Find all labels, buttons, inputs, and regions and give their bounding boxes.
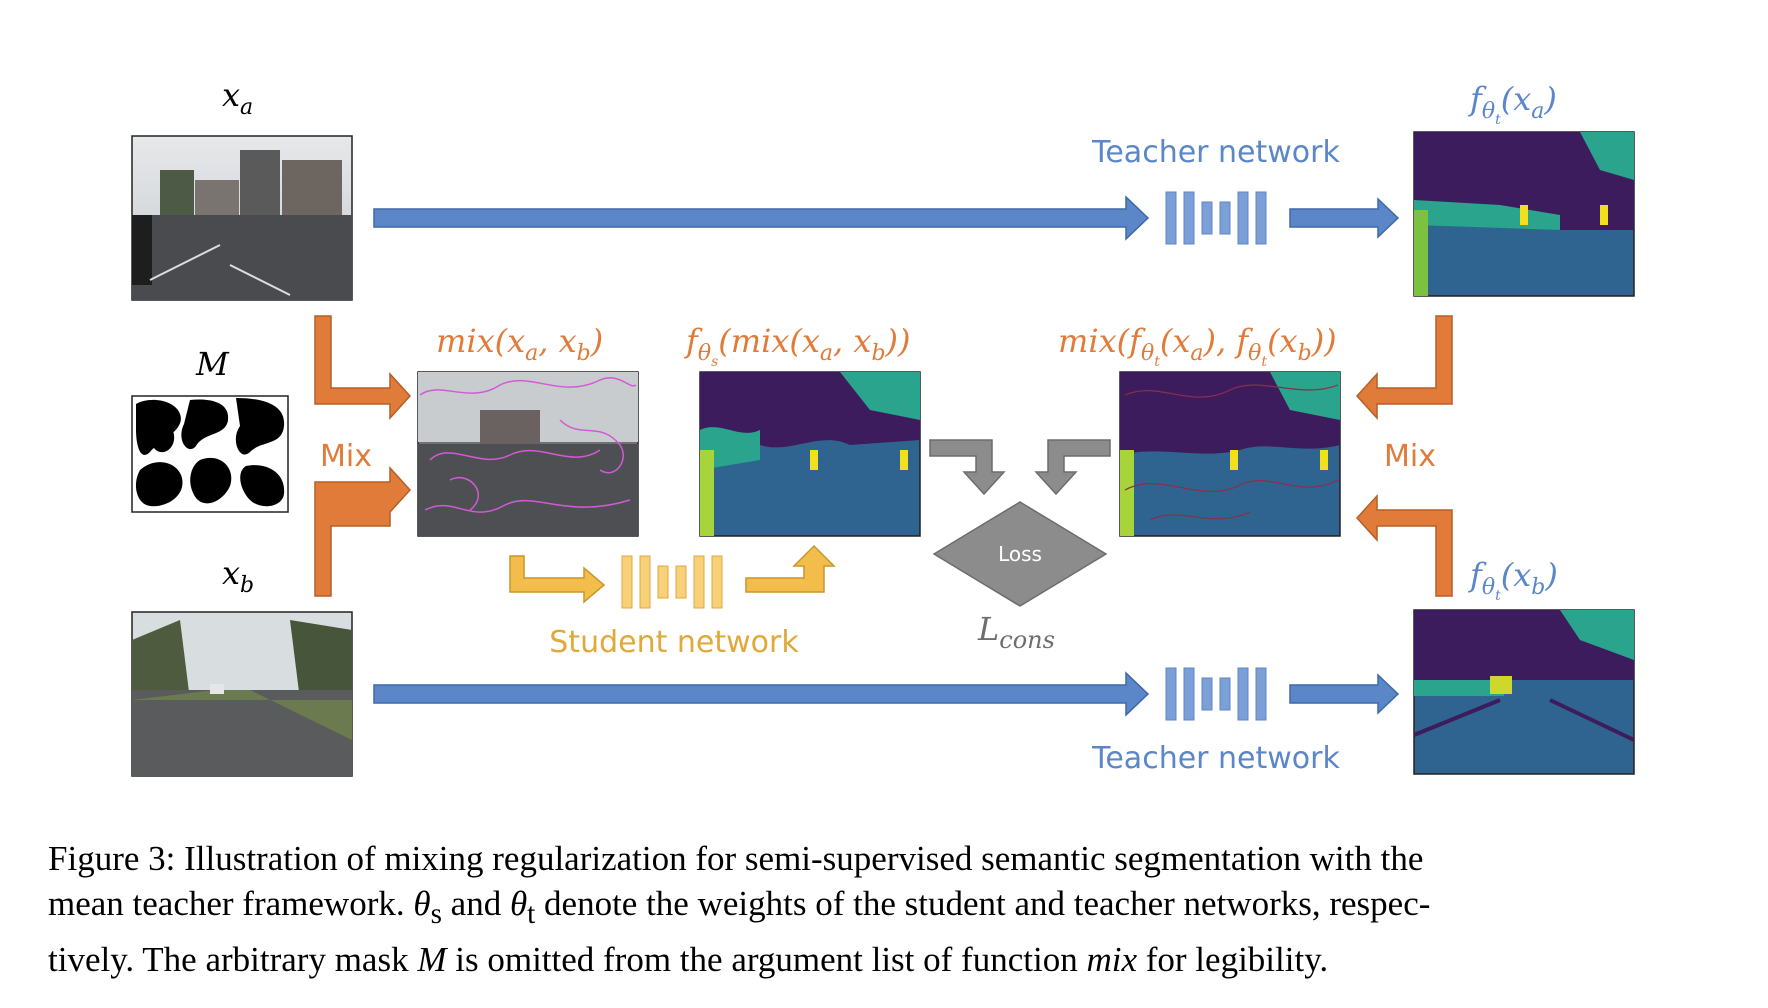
mix-right-arrows	[1355, 315, 1453, 597]
teacher-top-path: Teacher network	[373, 135, 1400, 245]
caption-line-2: mean teacher framework. θs and θt denote…	[48, 884, 1431, 930]
loss-label: Loss	[998, 542, 1042, 566]
teacher-a-output-label: fθt(xa)	[1468, 80, 1557, 128]
teacher-top-label: Teacher network	[1091, 135, 1340, 170]
mask-image	[131, 395, 289, 513]
xb-label: xb	[222, 554, 254, 598]
teacher-bottom-path: Teacher network	[373, 667, 1400, 776]
xb-photo	[131, 611, 353, 777]
teacher-bottom-label: Teacher network	[1091, 741, 1340, 776]
mixed-image	[417, 371, 639, 537]
teacher-bottom-network-icon	[1165, 667, 1267, 721]
teacher-b-output-label: fθt(xb)	[1468, 556, 1558, 604]
mix-left-label: Mix	[320, 439, 372, 474]
xa-photo	[131, 135, 353, 301]
student-network-icon	[621, 555, 723, 609]
caption-line-3: tively. The arbitrary mask M is omitted …	[48, 940, 1329, 979]
mix-left-arrows	[314, 315, 412, 597]
student-output-label: fθs(mix(xa, xb))	[684, 322, 911, 370]
student-path: Student network	[509, 544, 836, 660]
figure-caption: Figure 3: Illustration of mixing regular…	[48, 836, 1728, 982]
mix-right-label: Mix	[1384, 439, 1436, 474]
student-segmentation	[699, 371, 921, 537]
lcons-label: Lcons	[977, 610, 1055, 654]
teacher-a-segmentation	[1413, 131, 1635, 297]
caption-line-1: Figure 3: Illustration of mixing regular…	[48, 839, 1424, 878]
loss-arrows	[929, 439, 1111, 496]
mix-teacher-label: mix(fθt(xa), fθt(xb))	[1058, 322, 1337, 370]
xa-label: xa	[222, 76, 253, 120]
mix-input-label: mix(xa, xb)	[436, 322, 603, 366]
student-label: Student network	[549, 625, 799, 660]
teacher-b-segmentation	[1413, 609, 1635, 775]
loss-node: Loss	[932, 501, 1108, 607]
mixed-teacher-segmentation	[1119, 371, 1341, 537]
mask-label: M	[195, 345, 230, 383]
teacher-top-network-icon	[1165, 191, 1267, 245]
